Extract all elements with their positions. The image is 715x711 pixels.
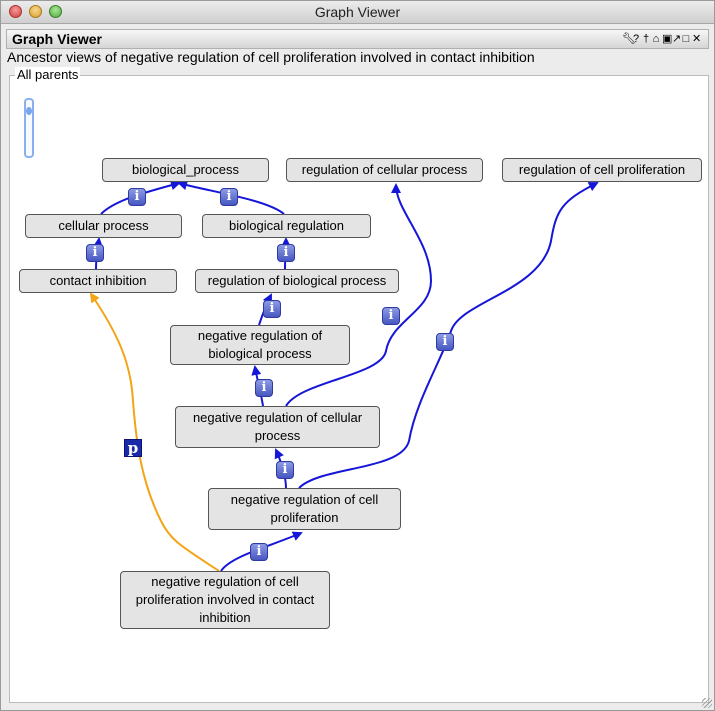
node-cellular-process[interactable]: cellular process	[25, 214, 182, 238]
pin-icon[interactable]: †	[642, 33, 652, 45]
is-a-badge-nrcp-rcp[interactable]: i	[382, 307, 400, 325]
is-a-badge-nrbp-rbp[interactable]: i	[263, 300, 281, 318]
edge-nrcpro-to-rcpro	[298, 182, 599, 489]
close-icon[interactable]: ✕	[692, 33, 704, 45]
node-contact-inhibition[interactable]: contact inhibition	[19, 269, 177, 293]
is-a-badge-ci-cp[interactable]: i	[86, 244, 104, 262]
zoom-slider-thumb[interactable]	[26, 107, 32, 115]
node-negative-regulation-of-biological-process[interactable]: negative regulation of biological proces…	[170, 325, 350, 365]
window-title: Graph Viewer	[314, 4, 401, 20]
help-icon[interactable]: ?	[632, 33, 642, 45]
is-a-badge-nrcp-nrbp[interactable]: i	[255, 379, 273, 397]
part-of-badge-target-ci[interactable]: p	[124, 439, 142, 457]
is-a-badge-br-bp[interactable]: i	[220, 188, 238, 206]
node-negative-regulation-of-cell-proliferation[interactable]: negative regulation of cell proliferatio…	[208, 488, 401, 530]
edge-nrcp-to-rcp	[285, 183, 433, 407]
panel-title: Graph Viewer	[12, 31, 103, 47]
is-a-badge-nrcpro-rcpro[interactable]: i	[436, 333, 454, 351]
panel-toolbar: 🔧︎?†⌂▣↗□✕	[622, 32, 702, 45]
node-biological-regulation[interactable]: biological regulation	[202, 214, 371, 238]
node-regulation-of-biological-process[interactable]: regulation of biological process	[195, 269, 399, 293]
node-regulation-of-cell-proliferation[interactable]: regulation of cell proliferation	[502, 158, 702, 182]
window-zoom-icon[interactable]	[49, 5, 62, 18]
node-biological-process[interactable]: biological_process	[102, 158, 269, 182]
undock-icon[interactable]: ↗	[672, 33, 684, 45]
maximize-icon[interactable]: □	[682, 33, 692, 45]
is-a-badge-target-nrcpro[interactable]: i	[250, 543, 268, 561]
window-titlebar[interactable]: Graph Viewer	[1, 1, 714, 24]
is-a-badge-nrcpro-nrcp[interactable]: i	[276, 461, 294, 479]
panel-header: Graph Viewer 🔧︎?†⌂▣↗□✕	[6, 29, 709, 49]
home-icon[interactable]: ⌂	[652, 33, 662, 45]
is-a-badge-rbp-br[interactable]: i	[277, 244, 295, 262]
zoom-slider[interactable]	[24, 98, 34, 158]
ancestor-view-description: Ancestor views of negative regulation of…	[7, 49, 535, 65]
node-regulation-of-cellular-process[interactable]: regulation of cellular process	[286, 158, 483, 182]
window-minimize-icon[interactable]	[29, 5, 42, 18]
all-parents-group-label: All parents	[15, 67, 81, 82]
window-close-icon[interactable]	[9, 5, 22, 18]
is-a-badge-cp-bp[interactable]: i	[128, 188, 146, 206]
node-negative-regulation-of-cellular-process[interactable]: negative regulation of cellular process	[175, 406, 380, 448]
camera-icon[interactable]: ▣	[662, 33, 675, 45]
resize-grip[interactable]	[702, 698, 712, 708]
node-target-term[interactable]: negative regulation of cell proliferatio…	[120, 571, 330, 629]
